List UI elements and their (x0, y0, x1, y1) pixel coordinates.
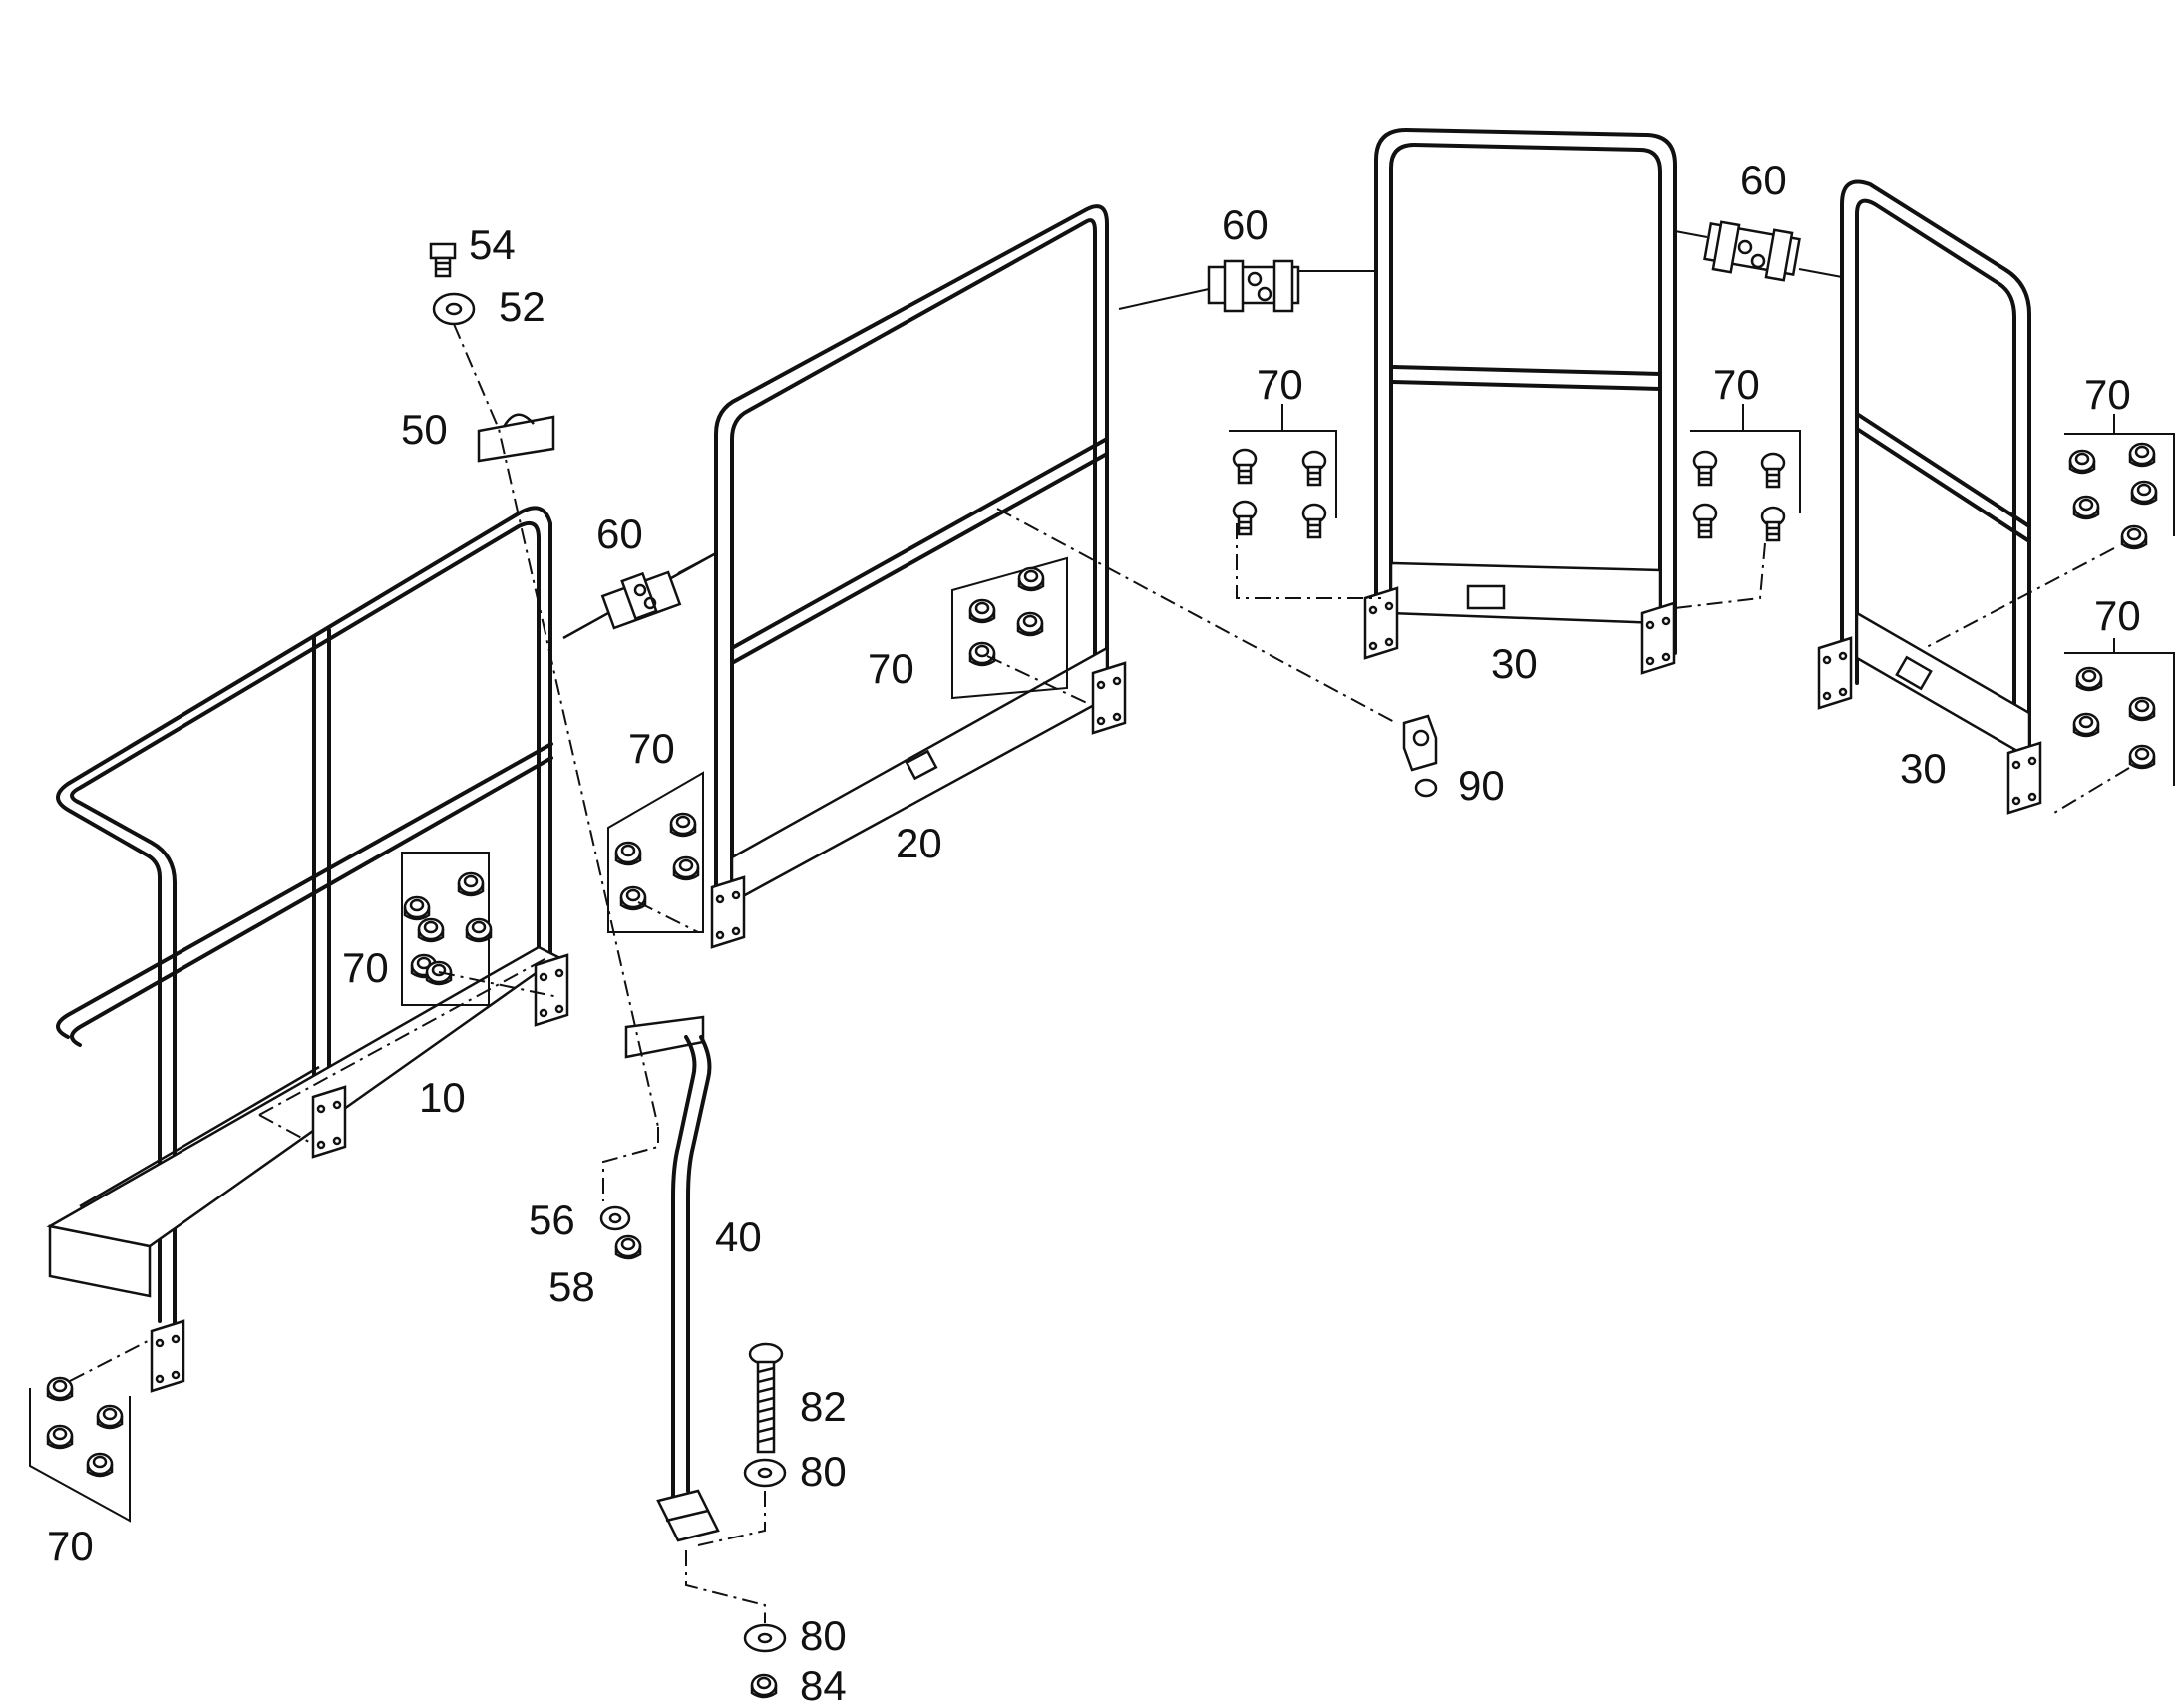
label-part-60-left: 60 (596, 511, 643, 557)
hinge-60-right (1674, 220, 1843, 282)
label-part-82: 82 (800, 1383, 847, 1430)
fastener-group-70-far-right-lower (2053, 638, 2175, 814)
label-part-70-gate-right: 70 (1713, 361, 1760, 408)
label-part-52: 52 (499, 283, 545, 330)
nut-84 (750, 1673, 778, 1699)
label-part-30-center: 30 (1491, 640, 1538, 687)
washer-56 (599, 1205, 631, 1231)
label-part-56: 56 (529, 1196, 575, 1243)
label-part-54: 54 (469, 221, 516, 268)
label-part-84: 84 (800, 1662, 847, 1708)
label-part-30-right: 30 (1900, 745, 1947, 792)
carriage-bolt-82 (748, 1342, 784, 1454)
bracket-50 (477, 413, 555, 463)
label-part-70-bottom-left: 70 (47, 1523, 94, 1569)
fastener-group-70-far-right-upper (1924, 414, 2175, 649)
fastener-group-70-panel20-right (951, 556, 1088, 704)
fastener-group-70-gate-left (1229, 404, 1381, 599)
label-part-70-panel10: 70 (342, 944, 389, 991)
bolt-54 (429, 242, 457, 278)
gate-section-30-right (1817, 179, 2042, 815)
label-part-70-panel20-left: 70 (628, 725, 675, 772)
washer-80-upper (743, 1458, 787, 1488)
support-leg-40 (624, 1015, 720, 1542)
railing-section-10 (46, 506, 569, 1393)
fastener-group-70-gate-right (1674, 404, 1801, 609)
fastener-group-70-bottom-left (29, 1340, 149, 1523)
clamp-90 (996, 508, 1438, 798)
label-part-70-panel20-right: 70 (868, 645, 914, 692)
label-part-70-far-right-upper: 70 (2084, 371, 2131, 418)
fastener-group-70-panel10 (401, 852, 559, 1006)
label-part-70-gate-left: 70 (1257, 361, 1303, 408)
hinge-60-left (600, 552, 717, 630)
hinge-60-middle (1118, 259, 1376, 313)
label-part-90: 90 (1458, 762, 1505, 809)
fastener-group-70-panel20-left (607, 771, 704, 933)
washer-52 (432, 292, 476, 326)
label-part-50: 50 (401, 406, 448, 453)
label-part-60-middle: 60 (1222, 201, 1269, 248)
washer-80-lower (743, 1623, 787, 1653)
label-part-60-right: 60 (1740, 157, 1787, 203)
label-part-20: 20 (896, 820, 942, 866)
label-part-70-far-right-lower: 70 (2094, 592, 2141, 639)
label-part-80-lower: 80 (800, 1612, 847, 1659)
gate-section-30-center (1363, 128, 1677, 675)
nut-58 (614, 1234, 642, 1260)
label-part-58: 58 (548, 1263, 595, 1310)
label-part-10: 10 (419, 1074, 466, 1121)
label-part-80-upper: 80 (800, 1448, 847, 1495)
label-part-40: 40 (715, 1213, 762, 1260)
